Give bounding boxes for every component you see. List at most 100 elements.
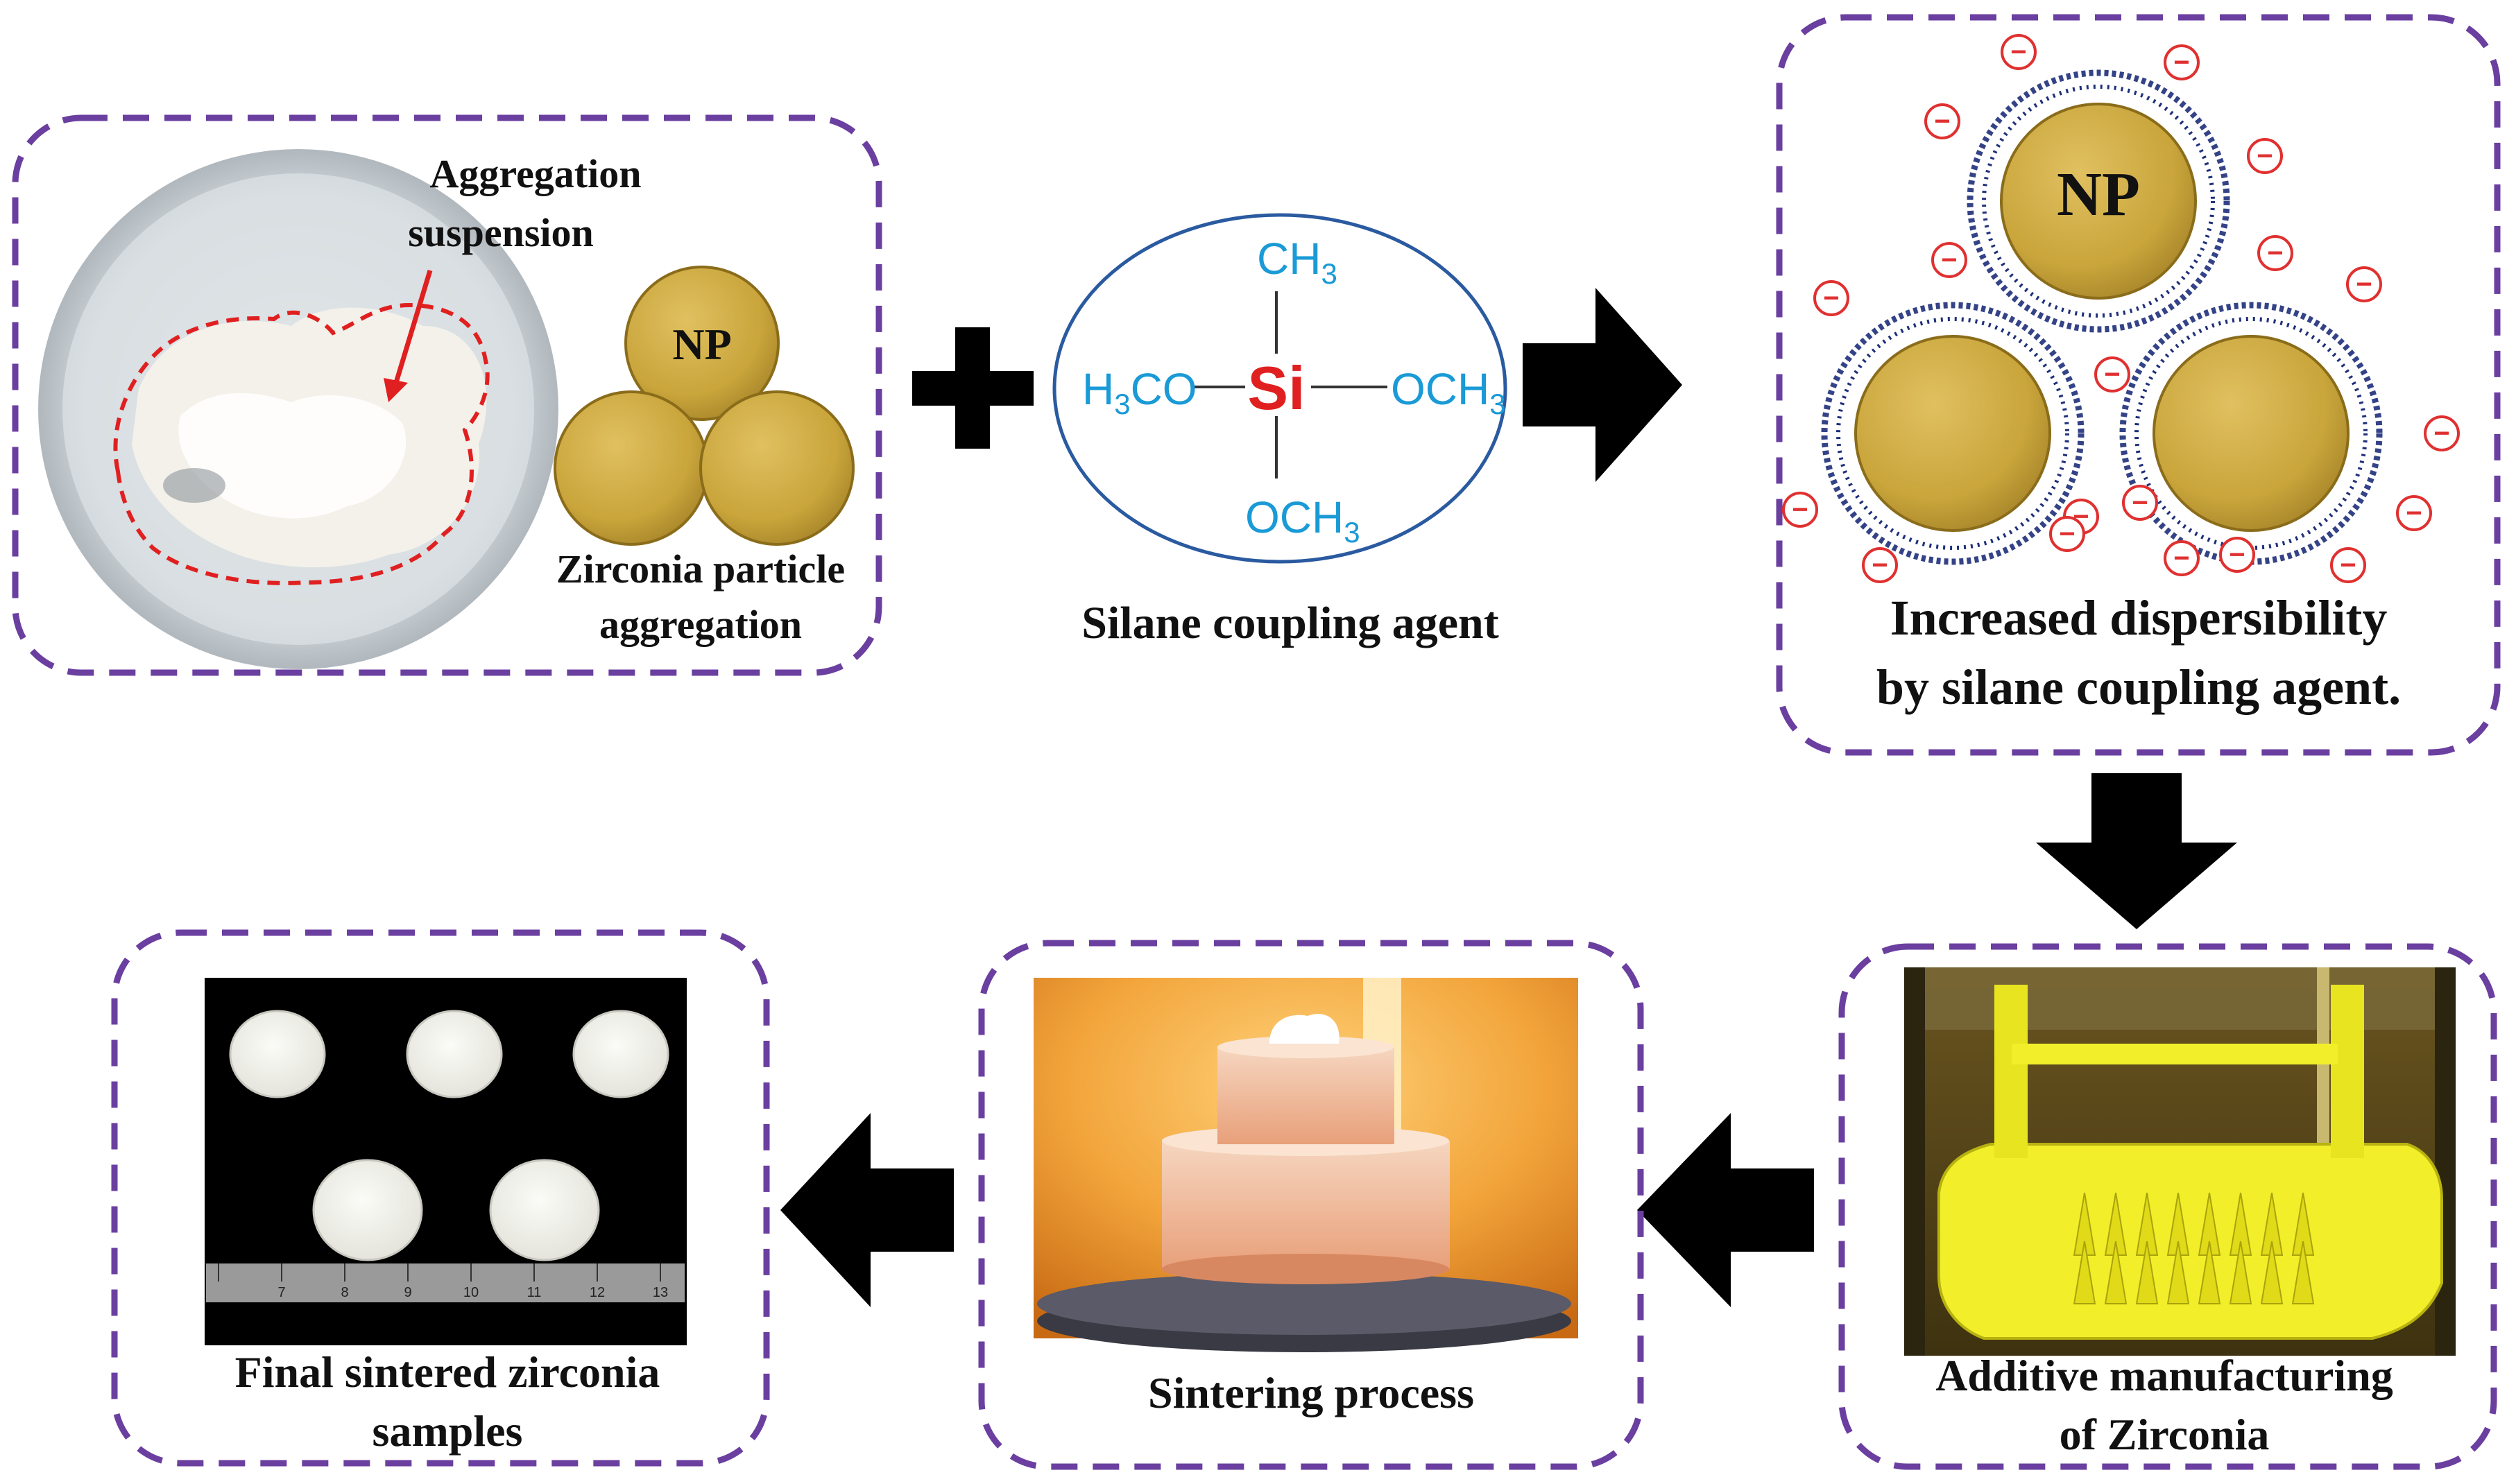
silane-ellipse xyxy=(1052,213,1507,564)
particle-top xyxy=(624,266,780,421)
svg-text:−: − xyxy=(2229,540,2245,570)
svg-text:−: − xyxy=(1941,245,1957,275)
charge-icon: − xyxy=(2257,235,2293,271)
arrow-right-icon xyxy=(1523,288,1682,482)
arrow-left-icon xyxy=(1637,1113,1814,1307)
dispersed-np-label: NP xyxy=(2057,160,2140,229)
ruler-number: 11 xyxy=(527,1285,542,1300)
aggregation-caption-line2: aggregation xyxy=(599,602,802,647)
printer-photo xyxy=(1904,967,2456,1356)
sintering-panel: Sintering process xyxy=(978,940,1644,1470)
svg-text:−: − xyxy=(2059,519,2075,549)
svg-text:−: − xyxy=(2257,141,2273,171)
charge-icon: − xyxy=(1813,280,1849,316)
aggregation-callout-line1: Aggregation xyxy=(429,151,641,196)
ruler: 7 8 9 10 11 12 13 xyxy=(206,1263,685,1302)
silane-caption: Silane coupling agent xyxy=(1081,598,1498,648)
svg-text:−: − xyxy=(2356,269,2372,300)
dispersed-particle-right xyxy=(2153,335,2350,532)
charge-icon: − xyxy=(2424,415,2460,451)
sample-disc xyxy=(406,1010,503,1098)
additive-panel: Additive manufacturing of Zirconia xyxy=(1838,943,2497,1470)
ruler-number: 12 xyxy=(590,1285,605,1300)
charge-icon: − xyxy=(2094,356,2130,392)
np-label: NP xyxy=(672,320,731,369)
sintering-caption: Sintering process xyxy=(1148,1368,1474,1417)
svg-text:−: − xyxy=(2104,359,2120,390)
arrow-down-icon xyxy=(2036,773,2237,929)
printed-part xyxy=(1937,1143,2443,1340)
svg-text:−: − xyxy=(1823,283,1839,313)
methoxy-left-group: H3CO xyxy=(1082,364,1197,420)
final-samples-panel: 7 8 9 10 11 12 13 Final sintered zirconi… xyxy=(111,929,770,1467)
sample-disc xyxy=(489,1159,600,1261)
dispersion-panel-border xyxy=(1776,14,2501,756)
ruler-number: 9 xyxy=(404,1285,411,1300)
svg-text:−: − xyxy=(2433,418,2449,449)
crucible-upper xyxy=(1217,1047,1394,1144)
sample-disc xyxy=(572,1010,669,1098)
silicon-atom: Si xyxy=(1247,354,1305,422)
svg-text:−: − xyxy=(1872,550,1888,580)
svg-text:−: − xyxy=(1792,494,1808,525)
charge-icon: − xyxy=(2330,547,2366,583)
dispersion-caption-line1: Increased dispersibility xyxy=(1890,590,2388,646)
aggregated-particles: NP xyxy=(554,266,855,546)
final-caption-line2: samples xyxy=(373,1406,523,1456)
methyl-group: CH3 xyxy=(1257,234,1337,290)
particle-left xyxy=(554,390,709,546)
ruler-number: 10 xyxy=(463,1285,479,1300)
charge-icon: − xyxy=(1782,492,1818,528)
final-panel-border xyxy=(111,929,770,1467)
additive-caption-line2: of Zirconia xyxy=(2060,1410,2270,1459)
arrow-left-icon xyxy=(780,1113,954,1307)
svg-text:−: − xyxy=(2173,47,2189,78)
sample-disc xyxy=(312,1159,423,1261)
negative-charges: − − − − − − − − − − − − − − − − − − − xyxy=(1782,34,2460,583)
svg-text:−: − xyxy=(2132,488,2148,518)
charge-icon: − xyxy=(1862,547,1898,583)
svg-text:−: − xyxy=(2340,550,2356,580)
crucible-lower xyxy=(1162,1141,1450,1269)
aggregation-callout-line2: suspension xyxy=(408,210,594,255)
charge-icon: − xyxy=(2001,34,2037,70)
charge-icon: − xyxy=(2164,540,2200,576)
sintering-panel-border xyxy=(978,940,1644,1470)
charge-icon: − xyxy=(2247,138,2283,174)
svg-text:−: − xyxy=(2010,37,2026,67)
ruler-number: 8 xyxy=(341,1285,348,1300)
charge-icon: − xyxy=(2346,266,2382,302)
samples-photo: 7 8 9 10 11 12 13 xyxy=(205,978,687,1345)
charge-icon: − xyxy=(2396,495,2432,531)
final-caption-line1: Final sintered zirconia xyxy=(235,1347,660,1397)
aggregation-caption-line1: Zirconia particle xyxy=(556,546,845,592)
methoxy-right-group: OCH3 xyxy=(1391,364,1506,420)
charge-icon: − xyxy=(1924,103,1960,139)
dispersion-panel: NP − − − − − − − − − − − − − − − − − − −… xyxy=(1776,14,2501,756)
particle-right xyxy=(699,390,855,546)
svg-text:−: − xyxy=(2406,498,2422,528)
plus-icon xyxy=(912,327,1034,449)
charge-icon: − xyxy=(2219,537,2255,573)
aggregation-callout-arrow xyxy=(393,269,433,386)
dispersed-particle-left xyxy=(1854,335,2051,532)
charge-icon: − xyxy=(2164,44,2200,80)
aggregation-dish-photo xyxy=(38,149,558,669)
dispersion-caption-line2: by silane coupling agent. xyxy=(1876,659,2401,715)
ruler-number: 7 xyxy=(277,1285,285,1300)
additive-caption-line1: Additive manufacturing xyxy=(1935,1351,2393,1400)
silane-structure: Si CH3 H3CO OCH3 OCH3 xyxy=(1052,213,1507,564)
svg-text:−: − xyxy=(2267,238,2283,268)
aggregation-panel: Aggregation suspension NP Zirconia parti… xyxy=(12,114,882,676)
svg-text:−: − xyxy=(1934,106,1950,137)
charge-icon: − xyxy=(2122,485,2158,521)
svg-text:−: − xyxy=(2173,543,2189,573)
zirconia-specimen xyxy=(1269,1013,1340,1044)
dispersed-particle-top xyxy=(2000,103,2197,300)
sample-disc xyxy=(229,1010,326,1098)
aggregation-outline xyxy=(113,302,490,585)
additive-panel-border xyxy=(1838,943,2497,1470)
furnace-photo xyxy=(1034,978,1578,1352)
charge-icon: − xyxy=(2049,516,2085,552)
